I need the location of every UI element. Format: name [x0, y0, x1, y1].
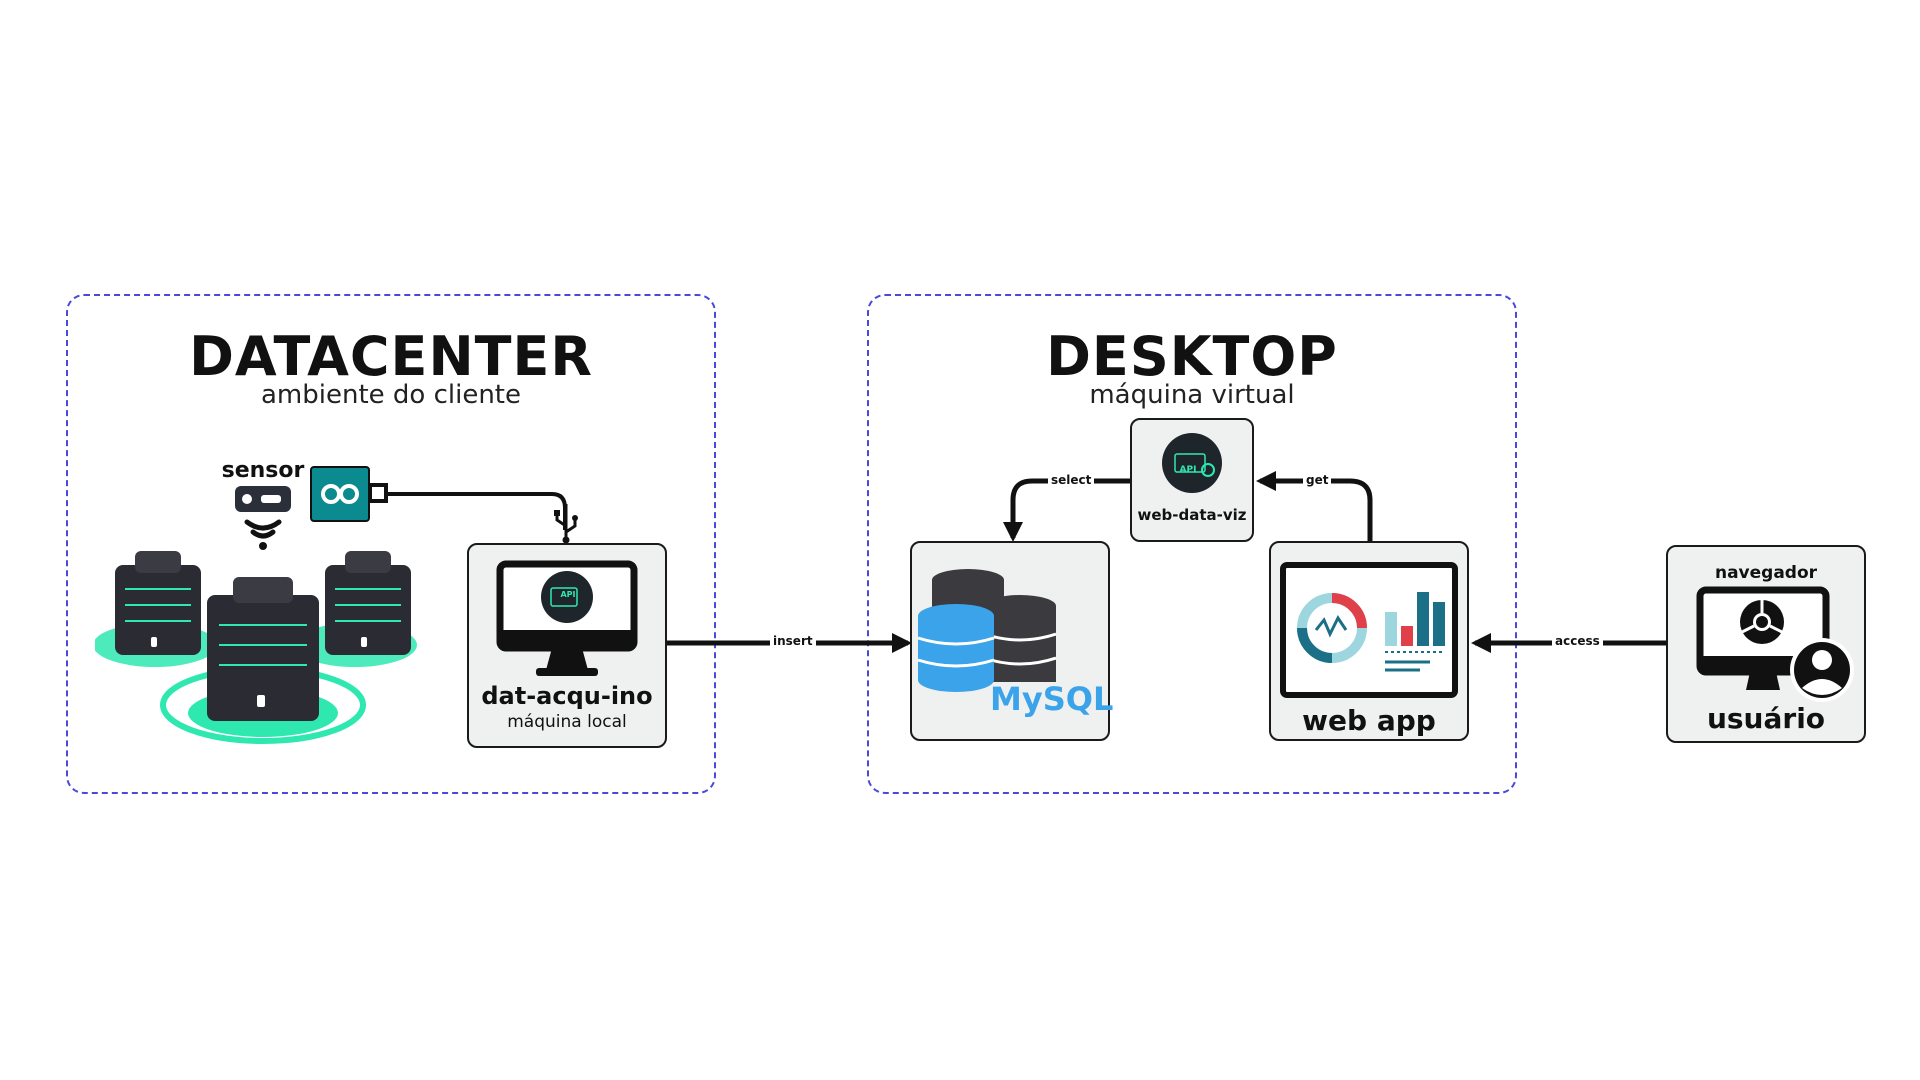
servers-illustration: [95, 551, 417, 744]
browser-user-icon: [1696, 586, 1854, 702]
usb-cable: [388, 492, 567, 530]
usb-icon: [554, 504, 578, 544]
dat-acqu-ino-badge: API: [560, 590, 576, 599]
select-arrow: [1003, 478, 1130, 542]
monitor-icon: [496, 560, 638, 676]
arduino-icon: [310, 466, 388, 522]
sensor-label: sensor: [221, 458, 305, 483]
datacenter-subtitle: ambiente do cliente: [261, 380, 521, 410]
web-app-label: web app: [1302, 704, 1436, 737]
access-label: access: [1552, 634, 1603, 648]
mysql-label: MySQL: [990, 680, 1114, 718]
web-data-viz-badge: API: [1179, 465, 1197, 475]
usuario-label: usuário: [1706, 702, 1826, 735]
dat-acqu-ino-sublabel: máquina local: [507, 712, 627, 732]
sensor-icon: [235, 486, 291, 550]
desktop-subtitle: máquina virtual: [1089, 380, 1295, 410]
dashboard-icon: [1280, 562, 1458, 698]
datacenter-group: [66, 294, 716, 794]
get-label: get: [1303, 473, 1332, 487]
dat-acqu-ino-label: dat-acqu-ino: [481, 682, 653, 710]
api-icon: [1162, 433, 1222, 493]
insert-label: insert: [770, 634, 816, 648]
desktop-title: DESKTOP: [1046, 325, 1338, 388]
web-data-viz-label: web-data-viz: [1137, 506, 1247, 524]
database-icon: [917, 569, 1056, 692]
datacenter-title: DATACENTER: [189, 325, 593, 388]
usuario-sublabel: navegador: [1714, 563, 1818, 583]
select-label: select: [1048, 473, 1095, 487]
get-arrow: [1256, 471, 1373, 541]
desktop-group: [867, 294, 1517, 794]
